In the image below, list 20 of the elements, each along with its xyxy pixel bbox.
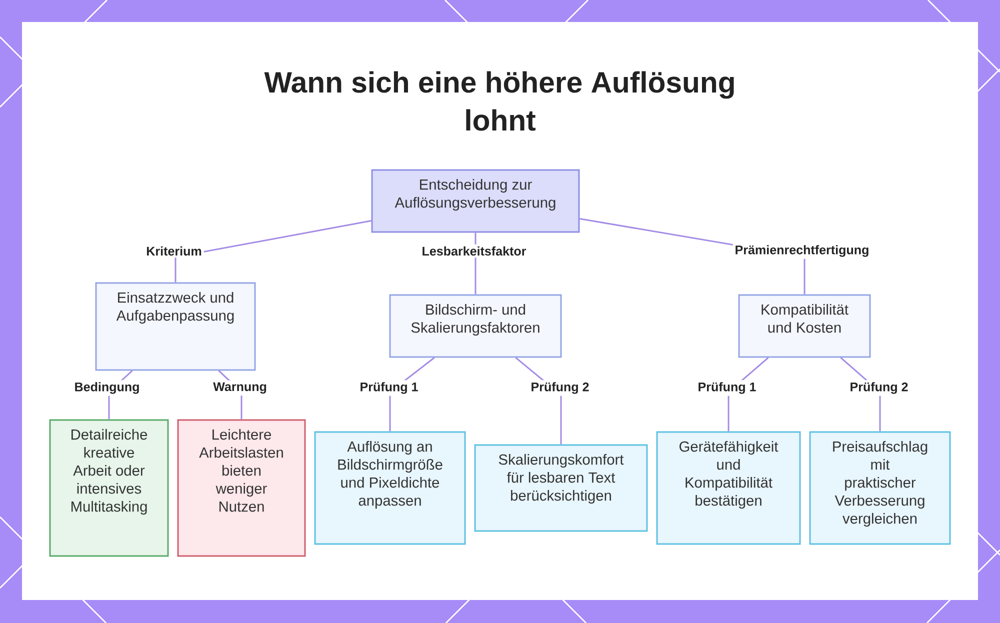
edge-label: Bedingung xyxy=(72,380,142,396)
outcome-box: Leichtere Arbeitslasten bieten weniger Nutzen xyxy=(177,419,306,557)
edge-label: Prämienrechtfertigung xyxy=(732,243,872,259)
edge-label: Prüfung 2 xyxy=(528,380,592,396)
edge-label: Lesbarkeitsfaktor xyxy=(420,244,528,258)
outcome-box: Preisaufschlag mit praktischer Verbesserung vergleichen xyxy=(809,431,951,545)
edge-label: Warnung xyxy=(211,380,269,396)
category-box: Kompatibilität und Kosten xyxy=(738,294,871,358)
outcome-box: Auflösung an Bildschirmgröße und Pixeldichte anpassen xyxy=(314,431,466,545)
title: Wann sich eine höhere Auflösung lohnt xyxy=(264,71,734,131)
outcome-box: Gerätefähigkeit und Kompatibilität bestätigen xyxy=(656,431,801,545)
category-box: Bildschirm- und Skalierungsfaktoren xyxy=(389,294,562,358)
edge-label: Kriterium xyxy=(144,244,204,258)
category-box: Einsatzzweck und Aufgabenpassung xyxy=(95,282,256,371)
outcome-box: Detailreiche kreative Arbeit oder intensives Multitasking xyxy=(49,419,169,557)
edge-label: Prüfung 1 xyxy=(358,380,420,396)
root-box: Entscheidung zur Auflösungsverbesserung xyxy=(371,169,580,233)
edge-label: Prüfung 1 xyxy=(696,380,758,396)
outcome-box: Skalierungskomfort für lesbaren Text berücksichtigen xyxy=(474,444,648,532)
edge-label: Prüfung 2 xyxy=(848,380,910,396)
